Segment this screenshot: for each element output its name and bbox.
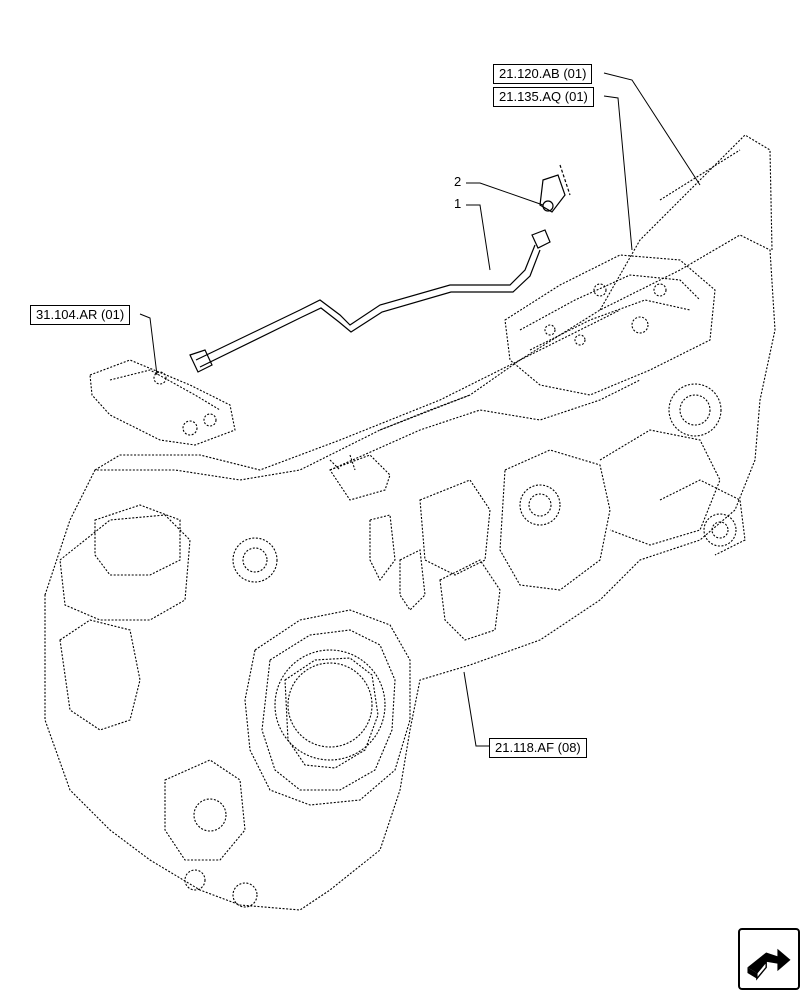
callout-item-2: 2 bbox=[454, 174, 462, 189]
transmission-housing bbox=[44, 134, 776, 911]
reference-21-118-af[interactable]: 21.118.AF (08) bbox=[489, 738, 587, 758]
elbow-fitting bbox=[539, 164, 571, 213]
reference-21-120-ab[interactable]: 21.120.AB (01) bbox=[493, 64, 593, 84]
pipe-assembly bbox=[189, 229, 551, 373]
next-page-arrow-icon bbox=[747, 948, 791, 981]
reference-31-104-ar[interactable]: 31.104.AR (01) bbox=[30, 305, 131, 325]
leader-lines bbox=[139, 72, 701, 747]
reference-21-135-aq[interactable]: 21.135.AQ (01) bbox=[493, 87, 594, 107]
callout-item-1: 1 bbox=[454, 196, 462, 211]
next-page-button[interactable] bbox=[738, 928, 800, 990]
